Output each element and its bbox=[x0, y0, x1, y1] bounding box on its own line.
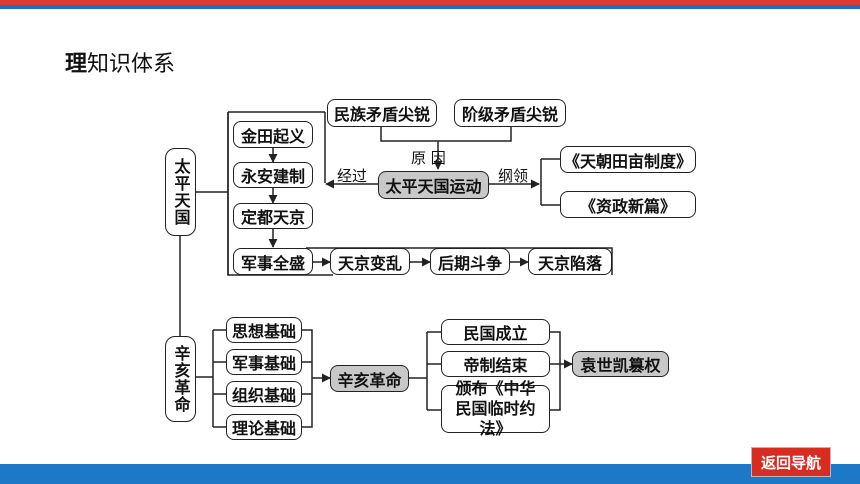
foundation-theory: 理论基础 bbox=[226, 414, 302, 440]
process-label: 经过 bbox=[337, 167, 368, 185]
top-blue-stripe bbox=[0, 5, 860, 9]
result-republic-founded: 民国成立 bbox=[441, 319, 550, 345]
stage-late-struggle: 后期斗争 bbox=[430, 248, 510, 275]
foundation-military: 军事基础 bbox=[226, 349, 302, 375]
bottom-accent-bar bbox=[0, 464, 860, 484]
stage-tianjing-incident: 天京变乱 bbox=[330, 248, 410, 275]
program-label: 纲领 bbox=[498, 167, 529, 185]
program-zizheng-xinpian: 《资政新篇》 bbox=[560, 191, 696, 218]
page-title-rest: 知识体系 bbox=[87, 52, 176, 77]
program-tianchao-tianmu: 《天朝田亩制度》 bbox=[560, 146, 696, 173]
cause-class-conflict: 阶级矛盾尖锐 bbox=[454, 99, 566, 127]
top-accent-bar bbox=[0, 0, 860, 9]
label-xinhai: 辛亥革命 bbox=[165, 336, 196, 422]
stage-military-peak: 军事全盛 bbox=[233, 248, 313, 275]
result-provisional-constitution: 颁布《中华民国临时约法》 bbox=[441, 379, 550, 438]
final-yuan-usurpation: 袁世凯篡权 bbox=[572, 351, 669, 377]
result-monarchy-ended: 帝制结束 bbox=[441, 351, 550, 377]
stage-jintian-uprising: 金田起义 bbox=[233, 121, 313, 148]
page-title: 理知识体系 bbox=[65, 46, 175, 78]
stage-capital-tianjing: 定都天京 bbox=[233, 203, 313, 229]
center-taiping-movement: 太平天国运动 bbox=[378, 171, 489, 199]
center-xinhai-revolution: 辛亥革命 bbox=[330, 365, 409, 392]
cause-label: 原 因 bbox=[411, 149, 446, 167]
top-red-stripe bbox=[0, 0, 860, 5]
stage-tianjing-fall: 天京陷落 bbox=[528, 248, 612, 275]
back-to-nav-button[interactable]: 返回导航 bbox=[751, 447, 831, 477]
label-taiping: 太平天国 bbox=[165, 148, 196, 236]
page-title-first-char: 理 bbox=[65, 52, 88, 77]
cause-ethnic-conflict: 民族矛盾尖锐 bbox=[327, 99, 437, 127]
foundation-ideology: 思想基础 bbox=[226, 317, 302, 343]
foundation-organization: 组织基础 bbox=[226, 381, 302, 407]
stage-yongan-establishment: 永安建制 bbox=[233, 162, 313, 188]
